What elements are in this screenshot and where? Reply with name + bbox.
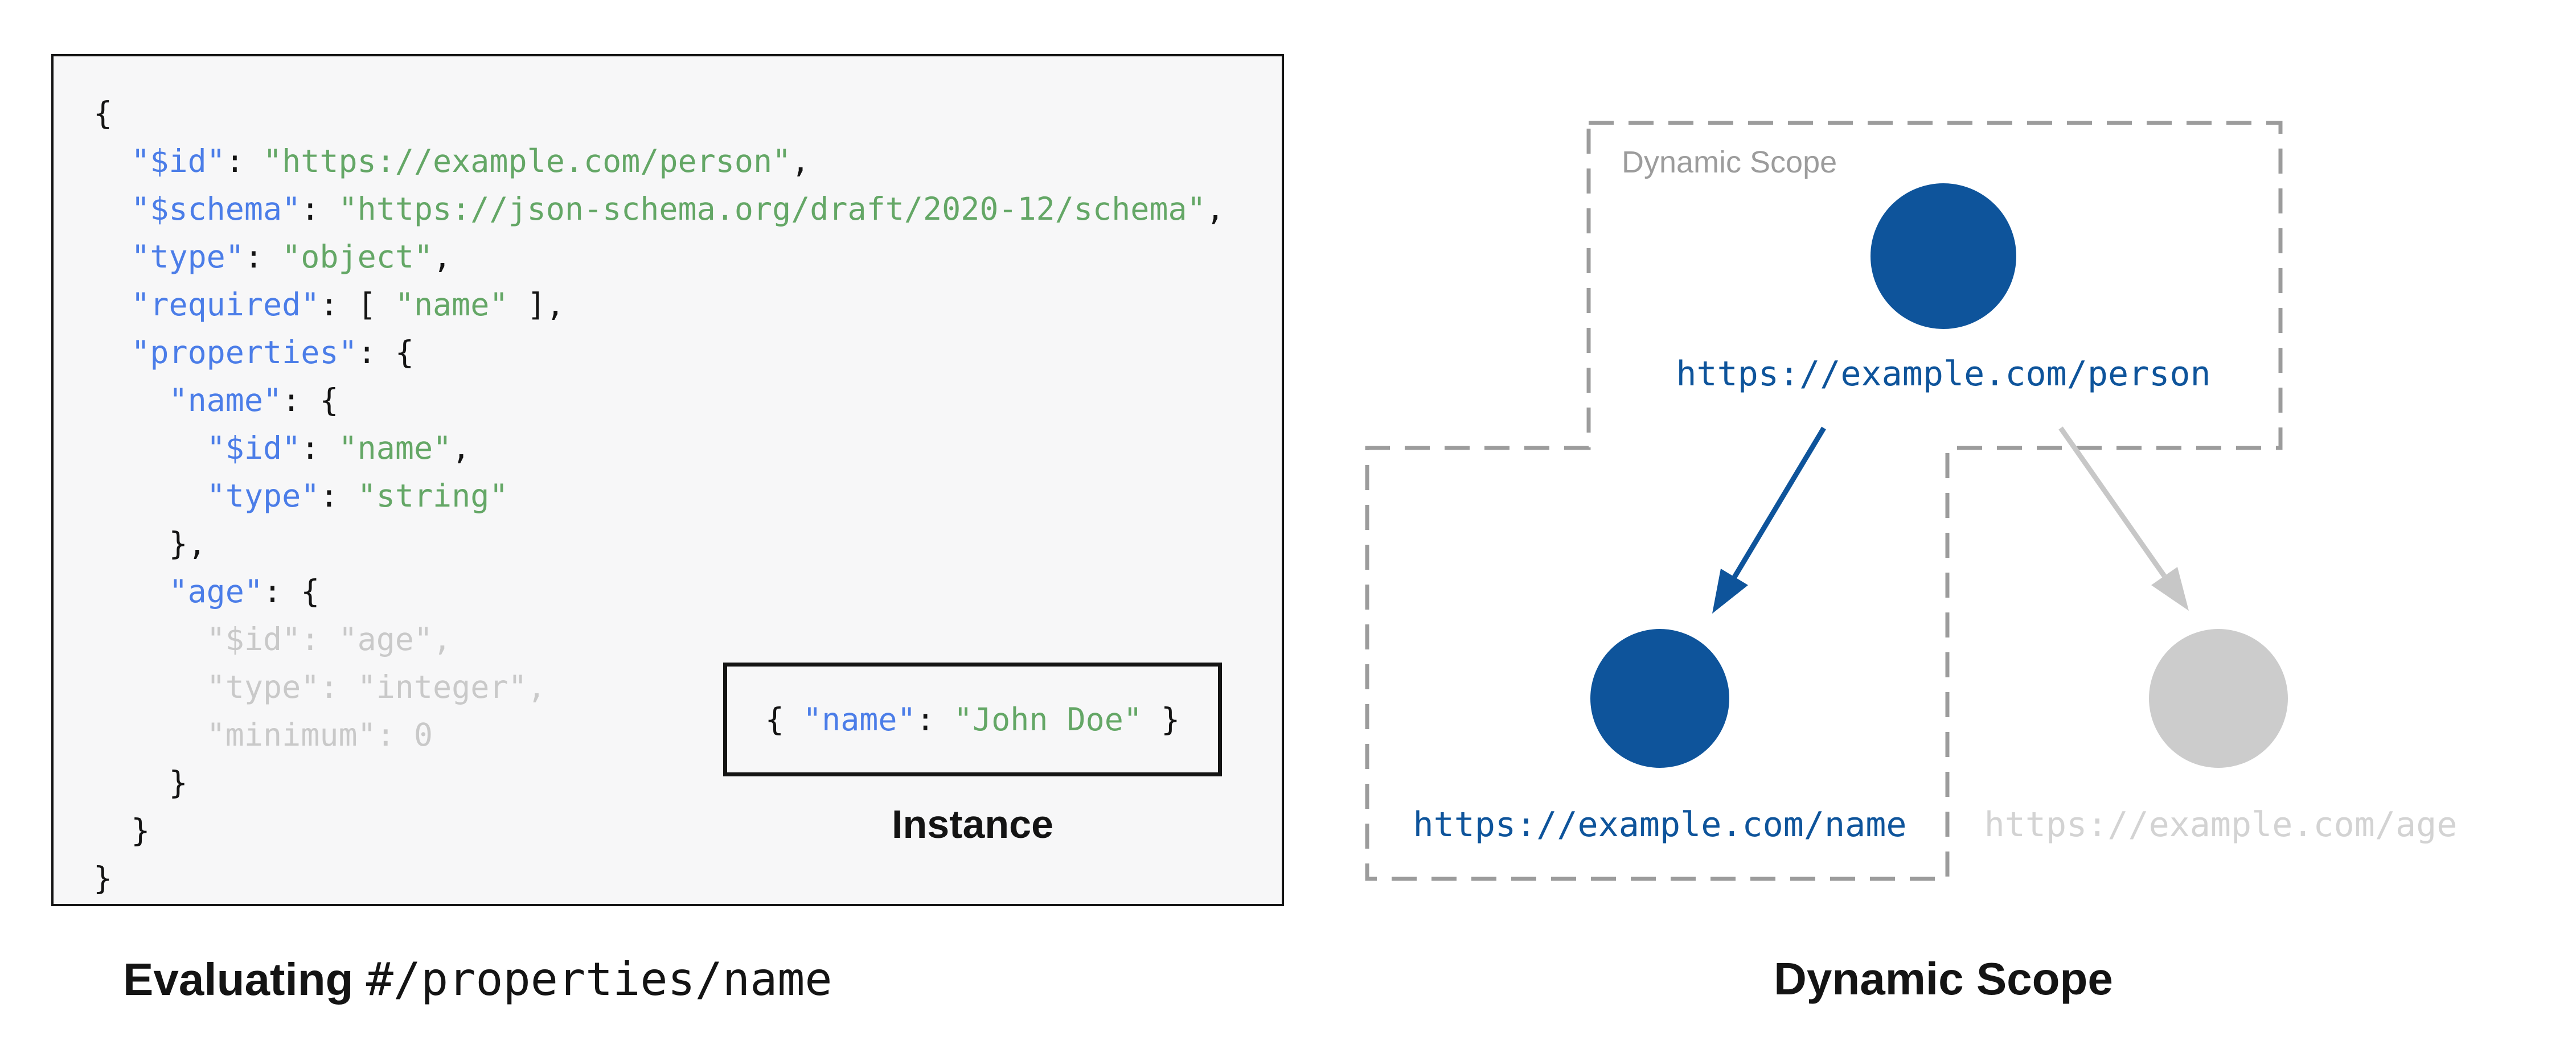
- code-token: "John Doe": [953, 701, 1143, 738]
- code-token: "https://json-schema.org/draft/2020-12/s…: [338, 191, 1206, 227]
- code-token: :: [319, 478, 358, 514]
- instance-box: { "name": "John Doe" }: [723, 663, 1222, 776]
- code-token: :: [301, 191, 339, 227]
- code-token: "$id": "age",: [93, 621, 452, 657]
- arrow-person-to-name-head: [1712, 569, 1748, 614]
- evaluating-caption-bold: Evaluating: [123, 954, 366, 1005]
- code-line: "minimum": 0: [93, 711, 1225, 759]
- dynamic-scope-box-label: Dynamic Scope: [1622, 145, 1837, 179]
- code-token: {: [93, 95, 113, 131]
- code-token: "$schema": [131, 191, 301, 227]
- code-token: {: [765, 701, 803, 738]
- code-line: "age": {: [93, 567, 1225, 615]
- schema-code: { "$id": "https://example.com/person", "…: [93, 89, 1225, 902]
- code-token: : {: [282, 382, 339, 418]
- evaluating-caption: Evaluating #/properties/name: [123, 953, 832, 1006]
- code-token: "required": [131, 286, 320, 323]
- code-token: }: [93, 764, 188, 801]
- dynamic-scope-caption: Dynamic Scope: [1774, 953, 2113, 1004]
- code-token: "type": "integer",: [93, 669, 546, 705]
- schema-code-box: { "$id": "https://example.com/person", "…: [51, 54, 1284, 906]
- code-token: }: [93, 860, 113, 896]
- code-token: ,: [452, 430, 471, 466]
- code-line: }: [93, 759, 1225, 807]
- code-token: : {: [263, 573, 320, 610]
- code-line: "type": "string": [93, 472, 1225, 520]
- code-token: "type": [206, 478, 320, 514]
- code-line: "$id": "name",: [93, 424, 1225, 472]
- code-token: :: [301, 430, 339, 466]
- code-token: : {: [357, 334, 414, 371]
- code-token: "name": [802, 701, 916, 738]
- node-name-url: https://example.com/name: [1413, 805, 1907, 845]
- node-person-circle: [1871, 183, 2016, 329]
- code-token: "$id": [131, 143, 225, 179]
- code-line: "$id": "age",: [93, 615, 1225, 663]
- code-token: ,: [791, 143, 810, 179]
- arrow-person-to-age-head: [2151, 567, 2189, 611]
- code-token: "age": [169, 573, 264, 610]
- code-token: "type": [131, 238, 244, 275]
- code-token: : [: [319, 286, 395, 323]
- arrow-person-to-age: [2058, 426, 2167, 578]
- code-token: ],: [508, 286, 565, 323]
- code-token: }: [1142, 701, 1180, 738]
- code-line: }: [93, 854, 1225, 902]
- node-person-url: https://example.com/person: [1676, 354, 2211, 394]
- node-age-url: https://example.com/age: [1984, 805, 2458, 845]
- code-token: "string": [357, 478, 508, 514]
- code-token: ,: [433, 238, 452, 275]
- code-line: "required": [ "name" ],: [93, 281, 1225, 328]
- instance-label: Instance: [892, 802, 1053, 846]
- dynamic-scope-dashed-outline: [1365, 121, 2283, 881]
- code-token: }: [93, 812, 150, 849]
- node-age-circle: [2149, 629, 2288, 768]
- code-token: "name": [169, 382, 282, 418]
- code-token: :: [916, 701, 954, 738]
- code-line: },: [93, 520, 1225, 567]
- code-line: "type": "integer",: [93, 663, 1225, 711]
- code-line: "properties": {: [93, 328, 1225, 376]
- code-token: "https://example.com/person": [263, 143, 791, 179]
- code-token: "name": [338, 430, 452, 466]
- code-line: "$id": "https://example.com/person",: [93, 137, 1225, 185]
- arrow-person-to-name: [1732, 426, 1826, 579]
- code-token: :: [244, 238, 282, 275]
- code-token: "object": [282, 238, 433, 275]
- code-line: "type": "object",: [93, 233, 1225, 281]
- code-line: "$schema": "https://json-schema.org/draf…: [93, 185, 1225, 233]
- code-line: {: [93, 89, 1225, 137]
- code-token: "$id": [206, 430, 301, 466]
- code-token: },: [93, 525, 207, 562]
- node-name-circle: [1590, 629, 1729, 768]
- code-token: ,: [1205, 191, 1225, 227]
- code-token: "name": [395, 286, 508, 323]
- evaluating-caption-pointer: #/properties/name: [366, 953, 832, 1006]
- code-line: }: [93, 807, 1225, 854]
- code-token: "minimum": 0: [93, 717, 433, 753]
- code-line: "name": {: [93, 376, 1225, 424]
- code-token: "properties": [131, 334, 358, 371]
- code-token: :: [225, 143, 264, 179]
